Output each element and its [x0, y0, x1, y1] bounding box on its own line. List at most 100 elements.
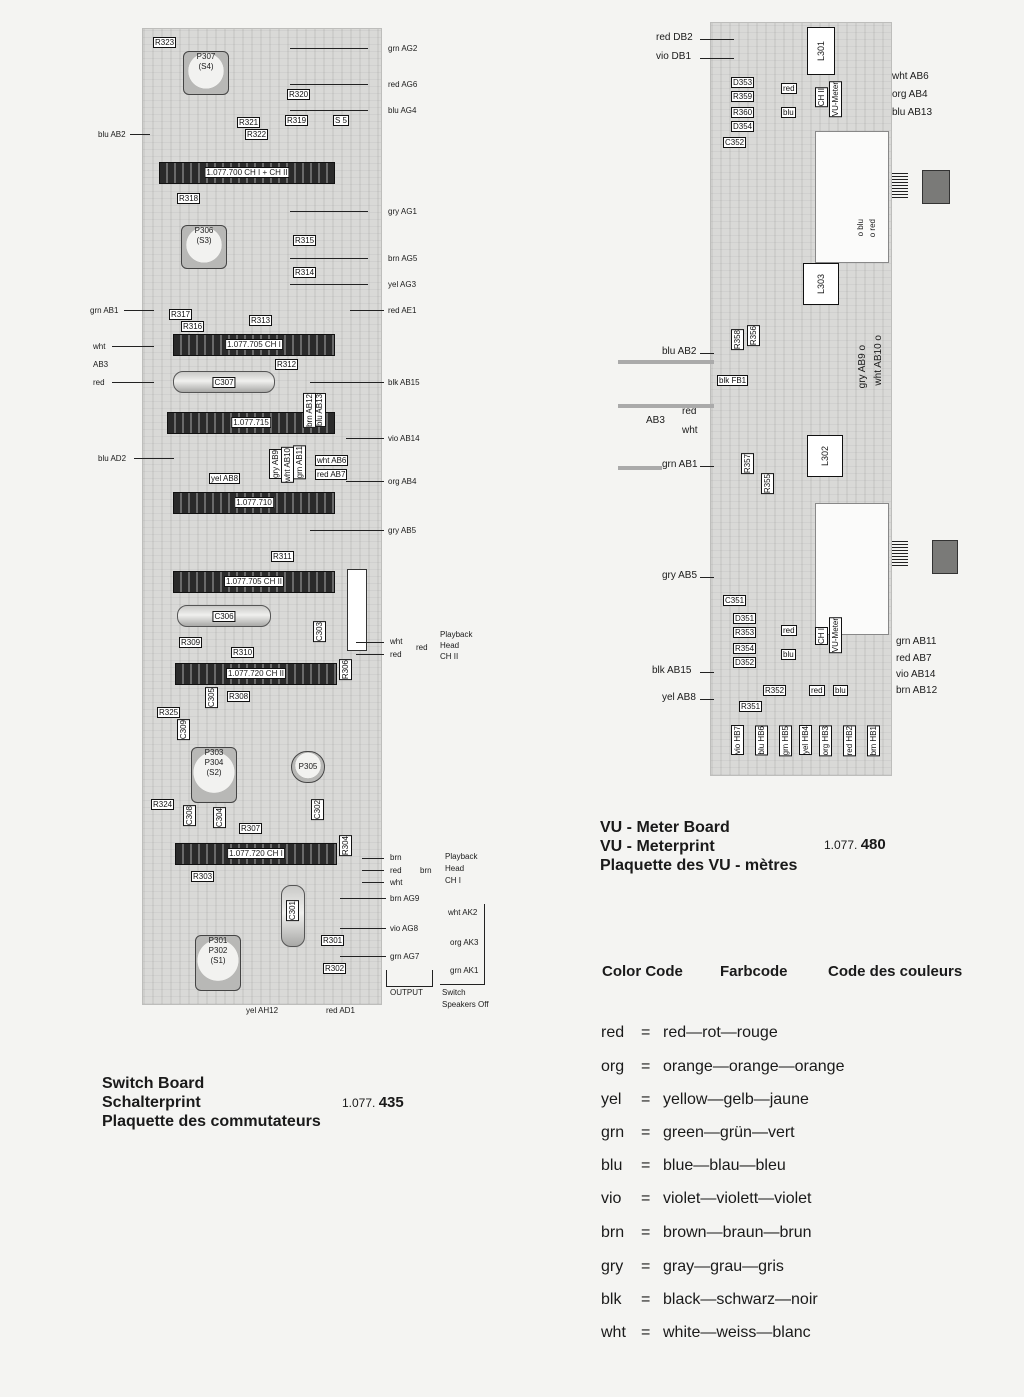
color-names: orange—orange—orange	[663, 1058, 845, 1075]
color-row-wht: wht=white—weiss—blanc	[601, 1324, 811, 1342]
capacitor-label: C301	[286, 900, 299, 922]
color-abbr: brn	[601, 1224, 625, 1241]
resistor-r325: R325	[157, 707, 181, 718]
pot-label: P306	[194, 226, 214, 235]
wire-bundle-ab3	[618, 404, 714, 408]
resistor-r304: R304	[339, 835, 352, 857]
label-grn-ab1-vu: grn AB1	[662, 459, 698, 470]
connector-1077705-ch1: 1.077.705 CH I	[173, 334, 335, 356]
label-output: OUTPUT	[390, 988, 423, 997]
label-vio-db1: vio DB1	[656, 51, 692, 62]
coil-l303: L303	[803, 263, 839, 305]
pot-sub-label: (S4)	[198, 62, 214, 71]
label-ch2: CH II	[815, 87, 828, 108]
label-grn-ag2: grn AG2	[388, 44, 418, 53]
resistor-r360: R360	[731, 107, 755, 118]
resistor-r322: R322	[245, 129, 269, 140]
label-ch2-wht: wht	[390, 637, 403, 646]
label-red-ab7-vu: red AB7	[896, 653, 932, 664]
equals-sign: =	[641, 1258, 651, 1275]
equals-sign: =	[641, 1024, 651, 1041]
label-org-ab4-vu: org AB4	[892, 89, 928, 100]
resistor-r359: R359	[731, 91, 755, 102]
pot-p303-p304: P303 P304 (S2)	[191, 747, 237, 803]
label-wht-vu: wht	[682, 425, 698, 436]
label-grn-ab11-vu: grn AB11	[896, 636, 937, 647]
spring-lower	[892, 540, 908, 566]
wire-tag-brn-ab12: brn AB12	[303, 393, 316, 428]
connector-1077710: 1.077.710	[173, 492, 335, 514]
resistor-r356: R356	[747, 325, 760, 347]
label-grn-ag7: grn AG7	[390, 952, 420, 961]
dot-red: o red	[868, 219, 877, 238]
label-playback-ch1-1: Playback	[445, 852, 478, 861]
pot-label-2: P304	[204, 758, 224, 767]
capacitor-c301: C301	[281, 885, 305, 947]
pot-sub-label: (S3)	[196, 236, 212, 245]
resistor-r351: R351	[739, 701, 763, 712]
label-ch2-red: red	[390, 650, 402, 659]
label-blu-ab2: blu AB2	[98, 130, 126, 139]
label-gry-ab9: gry AB9 o	[857, 345, 868, 389]
connector-1077720-ch2: 1.077.720 CH II	[175, 663, 337, 685]
connector-label: 1.077.720 CH II	[225, 668, 287, 679]
equals-sign: =	[641, 1224, 651, 1241]
capacitor-c351: C351	[723, 595, 747, 606]
connector-1077715: 1.077.715	[167, 412, 335, 434]
tag-blu-ch1: blu	[781, 649, 796, 660]
wire-tag-red-ab7: red AB7	[315, 469, 348, 480]
connector-label: 1.077.705 CH I	[225, 339, 283, 350]
label-playback-ch2-1: Playback	[440, 630, 473, 639]
header-code-des-couleurs: Code des couleurs	[828, 963, 963, 980]
label-red: red	[93, 378, 105, 387]
resistor-r315: R315	[293, 235, 317, 246]
resistor-r358: R358	[731, 329, 744, 351]
vu-meter-ch2-housing	[815, 131, 889, 263]
resistor-r313: R313	[249, 315, 273, 326]
wire-tag-gry-ab9: gry AB9	[269, 449, 282, 480]
capacitor-label: C307	[212, 377, 236, 388]
resistor-r320: R320	[287, 89, 311, 100]
resistor-r353: R353	[733, 627, 757, 638]
tag-red-ch1: red	[781, 625, 797, 636]
switch-board-part-number: 1.077. 435	[342, 1094, 404, 1111]
color-row-blu: blu=blue—blau—bleu	[601, 1157, 786, 1175]
spring-upper	[892, 172, 908, 198]
diode-d351: D351	[733, 613, 757, 624]
label-blk-ab15-vu: blk AB15	[652, 665, 692, 676]
connector-1077705-ch2: 1.077.705 CH II	[173, 571, 335, 593]
label-red-db2: red DB2	[656, 32, 693, 43]
pot-p301-p302: P301 P302 (S1)	[195, 935, 241, 991]
wire-tag-wht-ab6: wht AB6	[315, 455, 349, 466]
coil-label: L302	[820, 445, 830, 467]
resistor-r302: R302	[323, 963, 347, 974]
label-vio-ag8: vio AG8	[390, 924, 419, 933]
pin-yel-hb4: yel HB4	[799, 725, 812, 756]
pot-label-2: P302	[208, 946, 228, 955]
label-blk-ab15: blk AB15	[388, 378, 420, 387]
label-switch: Switch	[442, 988, 466, 997]
resistor-r301: R301	[321, 935, 345, 946]
switch-s5: S 5	[333, 115, 350, 126]
label-gry-ab5-vu: gry AB5	[662, 570, 698, 581]
label-ab3-vu: AB3	[646, 415, 665, 426]
wire-tag-yel-ab8: yel AB8	[209, 473, 241, 484]
resistor-r311: R311	[271, 551, 294, 562]
equals-sign: =	[641, 1190, 651, 1207]
switch-board-title: Switch Board Schalterprint Plaquette des…	[102, 1074, 321, 1131]
vu-board-title: VU - Meter Board VU - Meterprint Plaquet…	[600, 818, 797, 875]
connector-label: 1.077.710	[234, 497, 274, 508]
label-speakers-off: Speakers Off	[442, 1000, 489, 1009]
capacitor-c309: C309	[177, 719, 190, 741]
color-names: red—rot—rouge	[663, 1024, 778, 1041]
switch-board-title-en: Switch Board	[102, 1075, 205, 1092]
color-abbr: wht	[601, 1324, 626, 1341]
color-row-red: red=red—rot—rouge	[601, 1024, 778, 1042]
capacitor-c308: C308	[183, 805, 196, 827]
label-wht: wht	[93, 342, 106, 351]
label-red-ae1: red AE1	[388, 306, 417, 315]
resistor-r354: R354	[733, 643, 757, 654]
equals-sign: =	[641, 1124, 651, 1141]
label-gry-ag1: gry AG1	[388, 207, 417, 216]
color-abbr: org	[601, 1058, 625, 1075]
